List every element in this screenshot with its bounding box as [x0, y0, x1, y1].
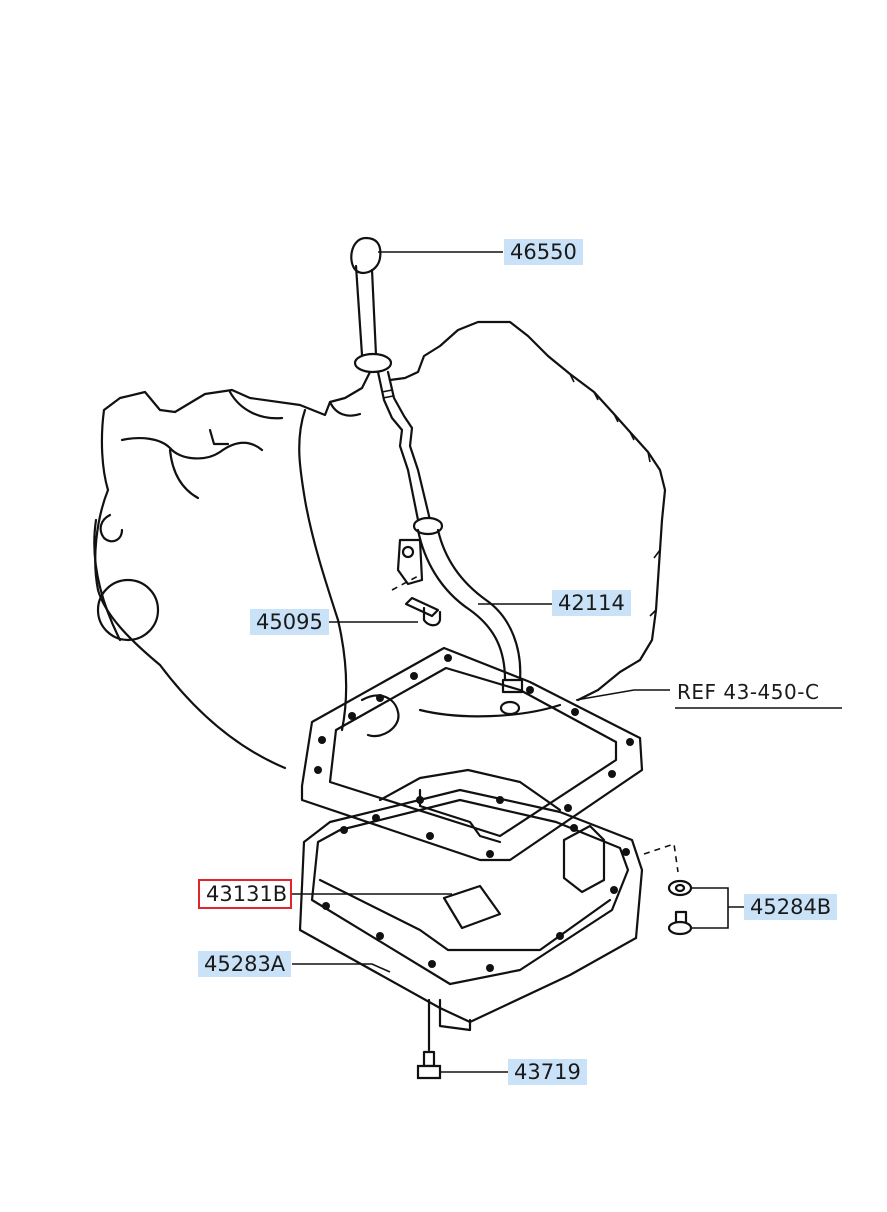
bolt-43719	[416, 998, 442, 1080]
bolt-45095	[404, 596, 442, 627]
transmission-housing	[93, 320, 667, 770]
part-label-45284B[interactable]: 45284B	[744, 894, 838, 920]
dipstick-assembly	[350, 236, 524, 716]
oil-pan	[298, 768, 679, 1032]
gasket	[300, 646, 644, 862]
leader-lines	[292, 251, 842, 1073]
reference-label[interactable]: REF 43-450-C	[677, 680, 820, 704]
part-label-43719[interactable]: 43719	[508, 1059, 587, 1085]
part-label-46550[interactable]: 46550	[504, 239, 583, 265]
part-label-45095[interactable]: 45095	[250, 609, 329, 635]
drain-washer-and-bolt	[667, 879, 693, 936]
part-label-45283A[interactable]: 45283A	[198, 951, 292, 977]
part-label-42114[interactable]: 42114	[552, 590, 631, 616]
part-label-43131B[interactable]: 43131B	[198, 879, 292, 909]
